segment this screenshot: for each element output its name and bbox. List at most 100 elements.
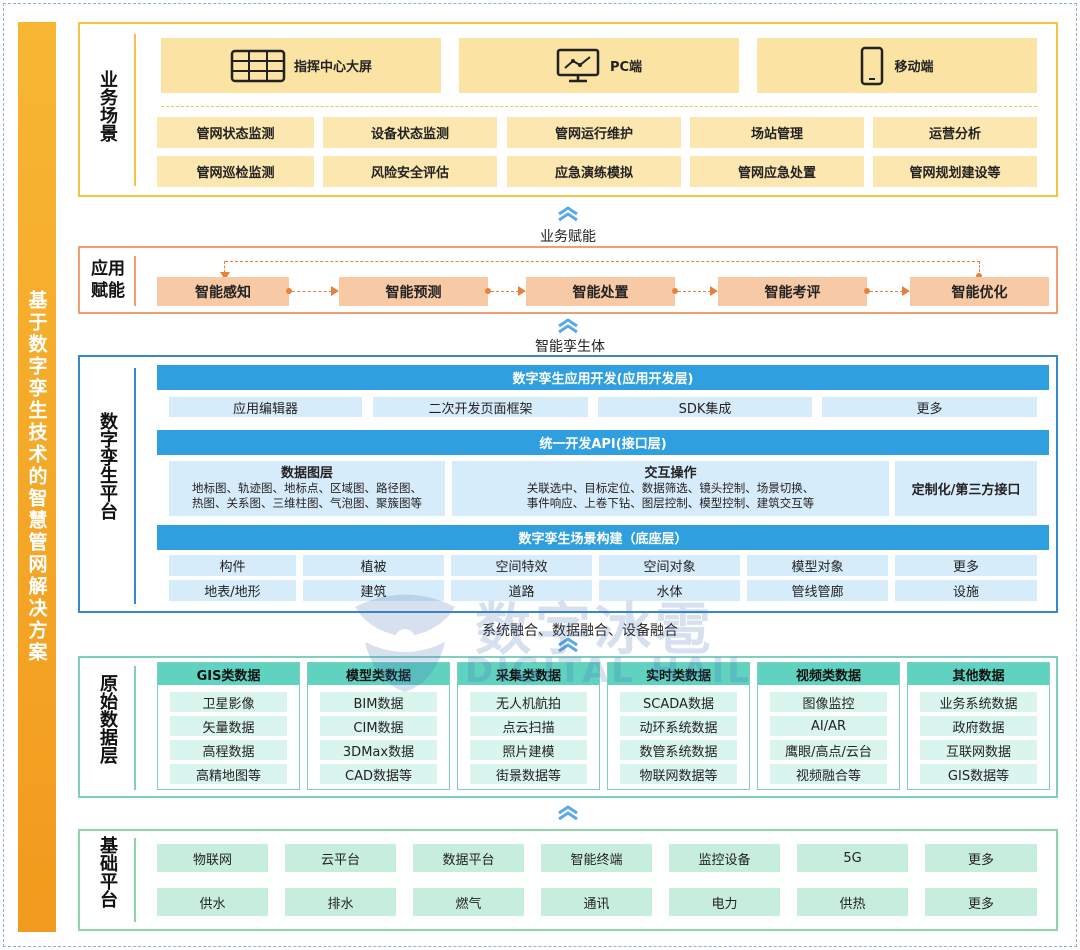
raw-column-header: 其他数据 bbox=[908, 663, 1049, 685]
raw-item[interactable]: CIM数据 bbox=[320, 716, 437, 736]
custom-interface-panel[interactable]: 定制化/第三方接口 bbox=[895, 461, 1037, 516]
raw-item[interactable]: SCADA数据 bbox=[620, 692, 737, 712]
scene-item[interactable]: 更多 bbox=[895, 555, 1037, 576]
raw-item[interactable]: 互联网数据 bbox=[920, 740, 1037, 760]
base-item[interactable]: 物联网 bbox=[157, 844, 268, 872]
scenario-item[interactable]: 管网巡检监测 bbox=[157, 156, 314, 187]
raw-item[interactable]: 动环系统数据 bbox=[620, 716, 737, 736]
raw-item[interactable]: 图像监控 bbox=[770, 692, 887, 712]
scene-item[interactable]: 管线管廊 bbox=[747, 580, 888, 601]
base-item[interactable]: 更多 bbox=[925, 888, 1037, 916]
platform-label: 数字孪生平台 bbox=[92, 412, 122, 520]
raw-item[interactable]: AI/AR bbox=[770, 716, 887, 736]
data-layer-panel[interactable]: 数据图层 地标图、轨迹图、地标点、区域图、路径图、 热图、关系图、三维柱图、气泡… bbox=[169, 461, 445, 516]
app-dev-item[interactable]: 二次开发页面框架 bbox=[373, 397, 588, 417]
app-step[interactable]: 智能优化 bbox=[910, 277, 1049, 306]
api-layer-header: 统一开发API(接口层) bbox=[157, 430, 1049, 455]
flow-arrow-icon bbox=[331, 286, 339, 296]
chevron-up-icon bbox=[558, 637, 578, 653]
app-step[interactable]: 智能考评 bbox=[718, 277, 867, 306]
raw-item[interactable]: 点云扫描 bbox=[470, 716, 587, 736]
flow-dot bbox=[672, 288, 678, 294]
raw-item[interactable]: 高程数据 bbox=[170, 740, 287, 760]
side-title-text: 基于数字孪生技术的智慧管网解决方案 bbox=[25, 290, 48, 664]
raw-column-header: 采集类数据 bbox=[458, 663, 599, 685]
base-item[interactable]: 供热 bbox=[797, 888, 908, 916]
app-step[interactable]: 智能预测 bbox=[339, 277, 488, 306]
terminal-command-screen[interactable]: 指挥中心大屏 bbox=[161, 38, 441, 93]
app-dev-item[interactable]: SDK集成 bbox=[598, 397, 812, 417]
scene-item[interactable]: 模型对象 bbox=[747, 555, 888, 576]
raw-item[interactable]: 3DMax数据 bbox=[320, 740, 437, 760]
raw-item[interactable]: 政府数据 bbox=[920, 716, 1037, 736]
base-item[interactable]: 云平台 bbox=[285, 844, 396, 872]
business-divider bbox=[134, 34, 136, 186]
raw-item[interactable]: 业务系统数据 bbox=[920, 692, 1037, 712]
base-item[interactable]: 监控设备 bbox=[669, 844, 780, 872]
scene-item[interactable]: 建筑 bbox=[303, 580, 444, 601]
raw-item[interactable]: 卫星影像 bbox=[170, 692, 287, 712]
scene-item[interactable]: 道路 bbox=[451, 580, 592, 601]
base-item[interactable]: 燃气 bbox=[413, 888, 524, 916]
base-item[interactable]: 更多 bbox=[925, 844, 1037, 872]
base-item[interactable]: 排水 bbox=[285, 888, 396, 916]
raw-item[interactable]: CAD数据等 bbox=[320, 764, 437, 784]
raw-item[interactable]: 物联网数据等 bbox=[620, 764, 737, 784]
business-label-text: 业务场景 bbox=[97, 70, 118, 142]
base-item[interactable]: 智能终端 bbox=[541, 844, 652, 872]
scene-item[interactable]: 水体 bbox=[599, 580, 740, 601]
base-item[interactable]: 数据平台 bbox=[413, 844, 524, 872]
interaction-text: 关联选中、目标定位、数据筛选、镜头控制、场景切换、 bbox=[526, 481, 815, 495]
base-item[interactable]: 通讯 bbox=[541, 888, 652, 916]
flow-line bbox=[491, 291, 519, 292]
raw-item[interactable]: 数管系统数据 bbox=[620, 740, 737, 760]
flow-dot bbox=[864, 288, 870, 294]
chevron-up-icon bbox=[558, 206, 578, 222]
app-dev-item[interactable]: 更多 bbox=[822, 397, 1037, 417]
business-separator bbox=[161, 106, 1037, 107]
raw-item[interactable]: 街景数据等 bbox=[470, 764, 587, 784]
terminal-mobile[interactable]: 移动端 bbox=[757, 38, 1037, 93]
scenario-item[interactable]: 风险安全评估 bbox=[323, 156, 497, 187]
raw-item[interactable]: 视频融合等 bbox=[770, 764, 887, 784]
raw-item[interactable]: 鹰眼/高点/云台 bbox=[770, 740, 887, 760]
application-divider bbox=[134, 256, 136, 306]
connector-business-enable: 业务赋能 bbox=[540, 229, 596, 245]
flow-arrow-icon bbox=[710, 286, 718, 296]
raw-item[interactable]: GIS数据等 bbox=[920, 764, 1037, 784]
scene-item[interactable]: 空间特效 bbox=[451, 555, 592, 576]
base-item[interactable]: 电力 bbox=[669, 888, 780, 916]
raw-item[interactable]: BIM数据 bbox=[320, 692, 437, 712]
scene-item[interactable]: 空间对象 bbox=[599, 555, 740, 576]
base-item[interactable]: 供水 bbox=[157, 888, 268, 916]
interaction-panel[interactable]: 交互操作 关联选中、目标定位、数据筛选、镜头控制、场景切换、 事件响应、上卷下钻… bbox=[452, 461, 889, 516]
raw-item[interactable]: 矢量数据 bbox=[170, 716, 287, 736]
raw-item[interactable]: 无人机航拍 bbox=[470, 692, 587, 712]
scenario-item[interactable]: 场站管理 bbox=[690, 117, 864, 148]
scenario-item[interactable]: 管网应急处置 bbox=[690, 156, 864, 187]
raw-item[interactable]: 照片建模 bbox=[470, 740, 587, 760]
raw-column-header: 模型类数据 bbox=[308, 663, 449, 685]
connector-fusion: 系统融合、数据融合、设备融合 bbox=[482, 623, 678, 639]
scenario-item[interactable]: 管网运行维护 bbox=[507, 117, 681, 148]
app-dev-item[interactable]: 应用编辑器 bbox=[169, 397, 362, 417]
base-item[interactable]: 5G bbox=[797, 844, 908, 872]
raw-column-frame bbox=[307, 662, 450, 790]
base-label-text: 基础平台 bbox=[97, 836, 118, 908]
raw-item[interactable]: 高精地图等 bbox=[170, 764, 287, 784]
side-title-banner: 基于数字孪生技术的智慧管网解决方案 bbox=[18, 22, 56, 932]
scene-item[interactable]: 设施 bbox=[895, 580, 1037, 601]
scene-item[interactable]: 植被 bbox=[303, 555, 444, 576]
app-step[interactable]: 智能处置 bbox=[526, 277, 675, 306]
raw-column-header: 视频类数据 bbox=[758, 663, 899, 685]
scene-item[interactable]: 构件 bbox=[169, 555, 296, 576]
base-label: 基础平台 bbox=[92, 836, 122, 908]
terminal-pc[interactable]: PC端 bbox=[459, 38, 739, 93]
scene-item[interactable]: 地表/地形 bbox=[169, 580, 296, 601]
scenario-item[interactable]: 运营分析 bbox=[873, 117, 1037, 148]
scenario-item[interactable]: 管网规划建设等 bbox=[873, 156, 1037, 187]
scenario-item[interactable]: 管网状态监测 bbox=[157, 117, 314, 148]
scenario-item[interactable]: 应急演练模拟 bbox=[507, 156, 681, 187]
scenario-item[interactable]: 设备状态监测 bbox=[323, 117, 497, 148]
app-step[interactable]: 智能感知 bbox=[157, 277, 289, 306]
